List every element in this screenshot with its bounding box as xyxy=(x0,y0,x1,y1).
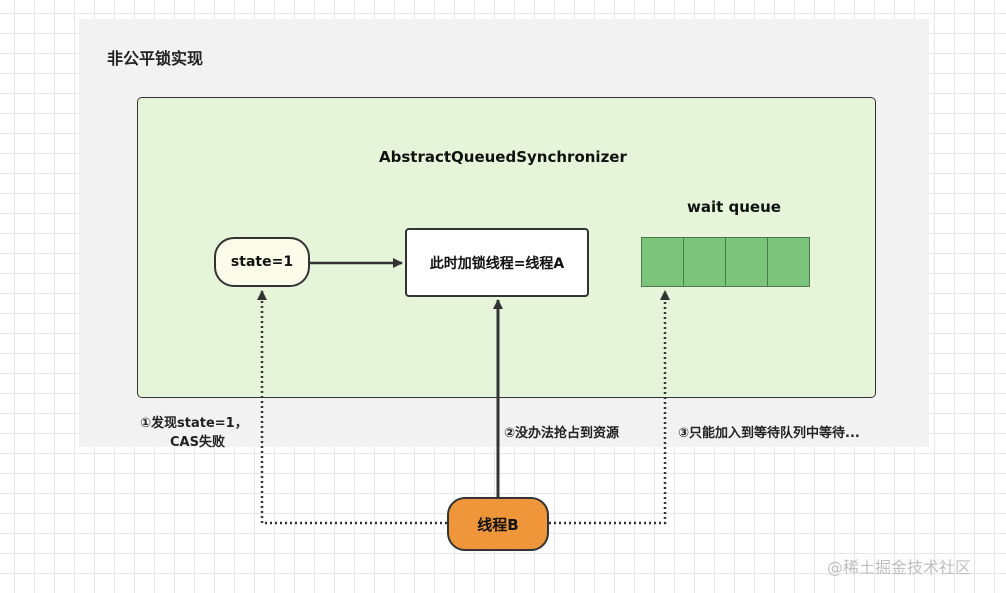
thread-b-label: 线程B xyxy=(477,515,519,534)
queue-slot xyxy=(767,237,810,287)
queue-slot xyxy=(641,237,684,287)
queue-slot xyxy=(683,237,726,287)
step1-note-line1: ①发现state=1， xyxy=(140,416,248,431)
thread-b-node: 线程B xyxy=(447,497,549,551)
aqs-title: AbstractQueuedSynchronizer xyxy=(379,148,627,166)
thread-to-state-dotted-arrow xyxy=(257,290,447,525)
step3-note: ③只能加入到等待队列中等待... xyxy=(678,426,860,441)
watermark: @稀土掘金技术社区 xyxy=(827,558,972,577)
lock-holder-label: 此时加锁线程=线程A xyxy=(429,255,565,272)
state-node: state=1 xyxy=(214,237,310,287)
state-label: state=1 xyxy=(230,254,294,270)
lock-holder-node: 此时加锁线程=线程A xyxy=(405,228,589,297)
step1-note-line2: CAS失败 xyxy=(170,435,225,450)
wait-queue-label: wait queue xyxy=(687,198,781,216)
wait-queue xyxy=(641,237,810,287)
thread-to-queue-dotted-arrow xyxy=(549,290,670,525)
step2-note: ②没办法抢占到资源 xyxy=(504,426,620,441)
panel-title: 非公平锁实现 xyxy=(107,49,204,68)
